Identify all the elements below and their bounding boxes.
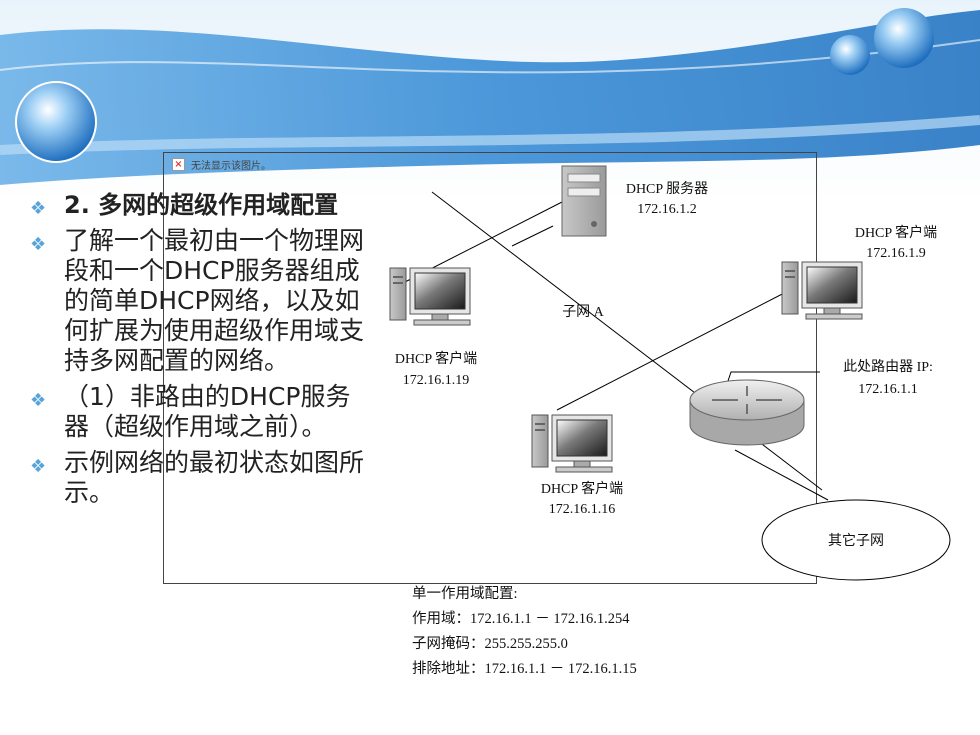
computer-right-icon [781, 261, 863, 320]
computer-left-icon [389, 267, 471, 326]
network-links [404, 191, 829, 501]
list-item: ❖ 2. 多网的超级作用域配置 [28, 190, 368, 220]
scope-mask: 子网掩码：255.255.255.0 [412, 636, 568, 652]
router-icon [689, 379, 805, 446]
scope-config: 单一作用域配置: 作用域：172.16.1.1 － 172.16.1.254 子… [412, 582, 637, 682]
client-left-name: DHCP 客户端 [394, 352, 478, 367]
client-right-ip: 172.16.1.9 [866, 246, 926, 261]
router-ip: 172.16.1.1 [858, 382, 918, 397]
scope-heading: 单一作用域配置: [412, 586, 518, 602]
bullet-text: （1）非路由的DHCP服务器（超级作用域之前）。 [64, 382, 351, 441]
broken-image-icon: × [172, 158, 185, 171]
scope-exclusion: 排除地址：172.16.1.1 － 172.16.1.15 [412, 661, 637, 677]
diamond-bullet-icon: ❖ [30, 456, 47, 477]
client-right-name: DHCP 客户端 [854, 226, 938, 241]
list-item: ❖ 了解一个最初由一个物理网段和一个DHCP服务器组成的简单DHCP网络，以及如… [28, 226, 368, 376]
list-item: ❖ 示例网络的最初状态如图所示。 [28, 448, 368, 508]
other-subnet-label: 其它子网 [828, 534, 884, 549]
broken-image-frame: × 无法显示该图片。 [163, 152, 817, 584]
diamond-bullet-icon: ❖ [30, 198, 47, 219]
other-subnet-ellipse [761, 499, 951, 581]
client-bottom-ip: 172.16.1.16 [548, 502, 616, 517]
router-ip-label: 此处路由器 IP: [843, 360, 933, 375]
diamond-bullet-icon: ❖ [30, 234, 47, 255]
subnet-label: 子网 A [562, 305, 604, 320]
bullet-list: ❖ 2. 多网的超级作用域配置 ❖ 了解一个最初由一个物理网段和一个DHCP服务… [28, 190, 368, 514]
computer-bottom-icon [531, 414, 613, 473]
header-banner [0, 0, 980, 200]
bullet-text: 了解一个最初由一个物理网段和一个DHCP服务器组成的简单DHCP网络，以及如何扩… [64, 226, 365, 375]
server-name: DHCP 服务器 [625, 182, 709, 197]
diamond-bullet-icon: ❖ [30, 390, 47, 411]
broken-image-text: 无法显示该图片。 [191, 161, 271, 172]
client-bottom-name: DHCP 客户端 [540, 482, 624, 497]
broken-image-notice: × 无法显示该图片。 [172, 157, 271, 172]
server-ip: 172.16.1.2 [637, 202, 697, 217]
server-icon [561, 165, 607, 237]
client-left-ip: 172.16.1.19 [402, 373, 470, 388]
bullet-text: 2. 多网的超级作用域配置 [64, 191, 339, 219]
scope-range: 作用域：172.16.1.1 － 172.16.1.254 [412, 611, 630, 627]
list-item: ❖ （1）非路由的DHCP服务器（超级作用域之前）。 [28, 382, 368, 442]
bullet-text: 示例网络的最初状态如图所示。 [64, 448, 365, 507]
